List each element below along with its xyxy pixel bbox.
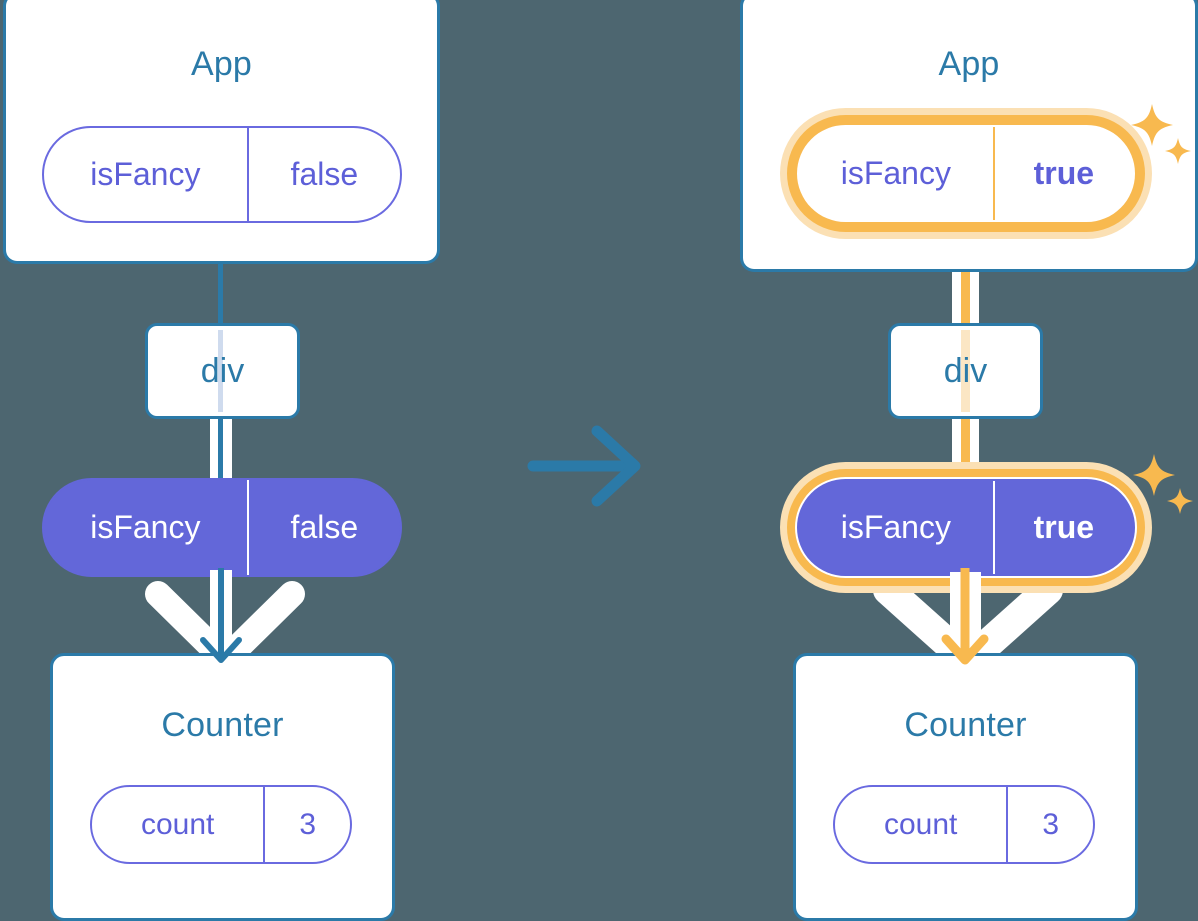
transition-right-arrow (527, 425, 641, 507)
counter-card-title-before: Counter (161, 706, 284, 744)
state-pill-key: isFancy (90, 156, 201, 192)
state-pill-value: true (992, 127, 1133, 220)
count-pill-key: count (140, 807, 215, 841)
state-pill-count-after: count 3 (833, 785, 1095, 864)
app-card-title-before: App (190, 45, 253, 83)
connector-div-to-props-after (961, 414, 970, 494)
count-pill-value: 3 (1006, 787, 1093, 862)
counter-card-title-after: Counter (904, 706, 1027, 744)
connector-div-to-props-before (218, 414, 223, 494)
count-pill-value: 3 (263, 787, 350, 862)
props-pill-value: true (992, 481, 1133, 574)
state-pill-key: isFancy (840, 155, 951, 191)
div-card-label-before: div (200, 352, 245, 390)
props-pill-isfancy-before: isFancy false (42, 478, 402, 577)
state-pill-isfancy-app-before: isFancy false (42, 126, 402, 223)
props-pill-isfancy-after: isFancy true (797, 479, 1135, 576)
count-pill-key: count (883, 807, 958, 841)
highlight-ring-inner-app-pill-after (797, 125, 1135, 222)
div-card-label-after: div (943, 352, 988, 390)
state-pill-value: false (246, 128, 400, 221)
connector-app-to-div-after (961, 222, 970, 328)
state-pill-isfancy-app-after: isFancy true (797, 125, 1135, 222)
flow-arrow-after (941, 568, 989, 665)
connector-through-div-before (218, 330, 223, 412)
props-pill-key: isFancy (90, 509, 201, 545)
props-pill-value: false (246, 480, 400, 575)
sparkle-icon-app-after (1131, 104, 1191, 164)
props-pill-key: isFancy (840, 509, 951, 545)
connector-app-to-div-before (218, 262, 223, 326)
app-card-title-after: App (938, 45, 1000, 83)
state-pill-count-before: count 3 (90, 785, 352, 864)
flow-arrow-before (200, 568, 242, 663)
counter-card-after: Counter (793, 653, 1138, 921)
sparkle-icon-props-after (1133, 454, 1193, 514)
connector-through-div-after (961, 330, 970, 412)
